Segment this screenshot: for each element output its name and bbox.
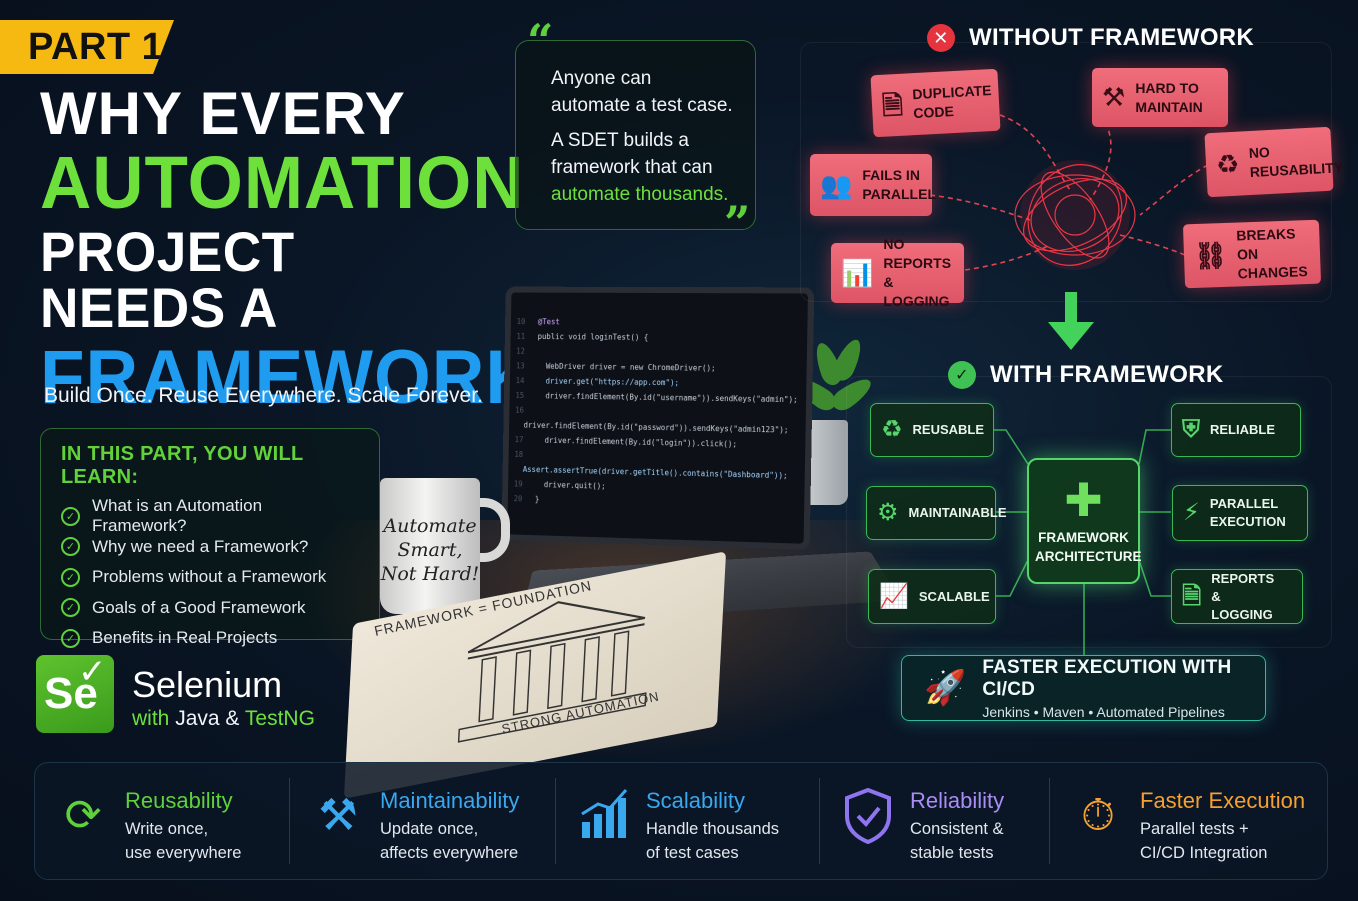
- ci-cd-card: 🚀 FASTER EXECUTION WITH CI/CD Jenkins • …: [901, 655, 1266, 721]
- bar-chart-icon: 📊: [841, 257, 874, 288]
- with-framework-title: ✓ WITH FRAMEWORK: [948, 361, 1224, 389]
- benefit-faster-execution: ⏱ Faster Execution Parallel tests + CI/C…: [1049, 778, 1327, 864]
- check-circle-icon: ✓: [61, 537, 80, 557]
- tools-icon: ⚒: [318, 791, 358, 840]
- tagline: Build Once. Reuse Everywhere. Scale Fore…: [44, 384, 483, 407]
- fw-card-scalable: 📈SCALABLE: [868, 569, 996, 624]
- recycle-icon: ♻: [1215, 148, 1241, 180]
- framework-architecture-card: ✚ FRAMEWORK ARCHITECTURE: [1027, 458, 1142, 584]
- document-icon: 🗎: [881, 89, 904, 121]
- down-arrow-icon: [1048, 292, 1094, 350]
- fw-card-reliable: ⛨RELIABLE: [1171, 403, 1301, 457]
- growth-chart-icon: [576, 788, 632, 854]
- quote-highlight: automate thousands.: [551, 184, 729, 205]
- lightning-icon: ⚡: [1183, 499, 1200, 526]
- benefit-reliability: Reliability Consistent & stable tests: [819, 778, 1049, 864]
- shield-check-icon: ⛨: [1182, 416, 1200, 443]
- check-circle-icon: ✓: [61, 628, 80, 648]
- headline: WHY EVERY AUTOMATION PROJECT NEEDS A FRA…: [40, 80, 540, 420]
- learn-title: IN THIS PART, YOU WILL LEARN:: [61, 443, 304, 488]
- close-quote-icon: ”: [724, 196, 751, 250]
- headline-line-1: WHY EVERY: [40, 80, 406, 147]
- framework-connectors: [994, 429, 1171, 655]
- notebook: [343, 551, 727, 799]
- learn-item: ✓Why we need a Framework?: [61, 532, 359, 563]
- quote-line-2: A SDET builds a framework that can autom…: [551, 130, 729, 205]
- broken-link-icon: ⛓: [1193, 239, 1228, 271]
- recycle-icon: ♻: [881, 416, 903, 443]
- puzzle-icon: ✚: [1064, 474, 1103, 526]
- stopwatch-icon: ⏱: [1080, 791, 1116, 840]
- without-framework-title: ✕ WITHOUT FRAMEWORK: [927, 24, 1254, 52]
- pain-card-fails-in-parallel: 👥FAILS IN PARALLEL: [810, 154, 936, 216]
- selenium-check-icon: ✓: [78, 653, 107, 691]
- rocket-icon: 🚀: [924, 669, 967, 707]
- selenium-logo: Se: [36, 655, 114, 733]
- quote-line-1: Anyone can automate a test case.: [551, 68, 733, 116]
- benefit-reusability: ⟳ Reusability Write once, use everywhere: [35, 778, 289, 864]
- coffee-mug: Automate Smart, Not Hard!: [380, 478, 480, 614]
- part-badge: PART 1: [0, 20, 174, 74]
- pain-card-no-reusability: ♻NO REUSABILITY: [1204, 126, 1343, 198]
- learn-item: ✓Benefits in Real Projects: [61, 623, 359, 654]
- ci-cd-subtitle: Jenkins • Maven • Automated Pipelines: [982, 703, 1225, 720]
- benefit-scalability: Scalability Handle thousands of test cas…: [555, 778, 819, 864]
- tangle-connectors: [929, 114, 1209, 271]
- users-icon: 👥: [820, 169, 853, 200]
- pain-card-no-reports: 📊NO REPORTS & LOGGING: [831, 236, 964, 309]
- headline-line-4: FRAMEWORK: [40, 335, 540, 420]
- headline-line-2: AUTOMATION: [40, 141, 525, 224]
- x-circle-icon: ✕: [927, 24, 955, 52]
- selenium-title: Selenium: [132, 664, 283, 705]
- refresh-icon: ⟳: [64, 791, 102, 840]
- temple-icon: [457, 601, 647, 743]
- with-framework-panel: [846, 376, 1332, 648]
- check-circle-icon: ✓: [61, 567, 80, 587]
- benefits-strip: ⟳ Reusability Write once, use everywhere…: [34, 762, 1328, 880]
- learn-item: ✓Goals of a Good Framework: [61, 593, 359, 624]
- quote-box: Anyone can automate a test case. A SDET …: [515, 40, 756, 230]
- fw-card-maintainable: ⚙MAINTAINABLE: [866, 486, 1007, 540]
- report-icon: 🗎: [1182, 582, 1202, 610]
- ci-cd-title: FASTER EXECUTION WITH CI/CD: [982, 656, 1232, 700]
- benefit-maintainability: ⚒ Maintainability Update once, affects e…: [289, 778, 555, 864]
- fw-card-reports-logging: 🗎REPORTS & LOGGING: [1171, 569, 1303, 624]
- learn-item: ✓What is an Automation Framework?: [61, 496, 359, 535]
- check-circle-icon: ✓: [61, 598, 80, 618]
- pain-card-duplicate-code: 🗎DUPLICATE CODE: [870, 68, 1001, 138]
- pain-card-breaks-on-changes: ⛓BREAKS ON CHANGES: [1182, 219, 1322, 289]
- check-circle-icon: ✓: [61, 506, 80, 526]
- growth-chart-icon: 📈: [879, 582, 909, 610]
- fw-card-parallel-execution: ⚡PARALLEL EXECUTION: [1172, 485, 1308, 541]
- fw-card-reusable: ♻REUSABLE: [870, 403, 994, 457]
- selenium-subtitle: with Java & TestNG: [132, 707, 315, 730]
- pain-card-hard-to-maintain: ⚒HARD TO MAINTAIN: [1092, 68, 1228, 127]
- headline-line-3: PROJECT NEEDS A: [40, 220, 295, 339]
- shield-check-icon: [840, 787, 896, 858]
- check-circle-icon: ✓: [948, 361, 976, 389]
- tools-icon: ⚒: [1102, 82, 1126, 112]
- gear-icon: ⚙: [877, 499, 899, 526]
- learn-item: ✓Problems without a Framework: [61, 562, 359, 593]
- mug-handle: [470, 498, 510, 562]
